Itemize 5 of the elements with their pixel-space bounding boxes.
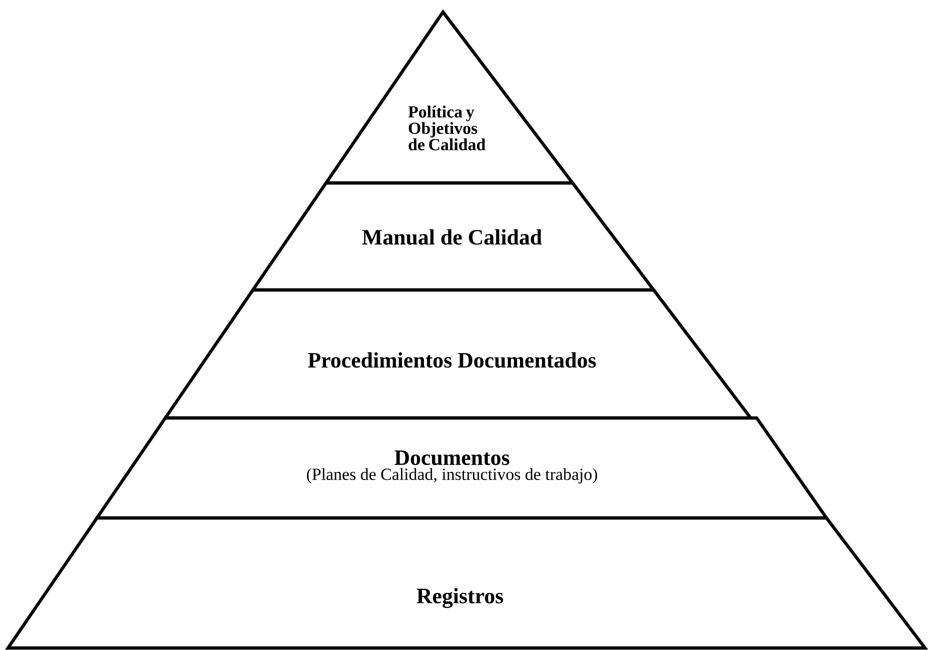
level-label: Registros [416, 588, 504, 608]
level-label: Documentos (Planes de Calidad, instructivos de trabajo) [306, 450, 598, 484]
level-label: Procedimientos Documentados [308, 352, 596, 368]
level-label: Manual de Calidad [362, 229, 542, 245]
level-label: Política y Objetivos de Calidad [408, 106, 486, 150]
